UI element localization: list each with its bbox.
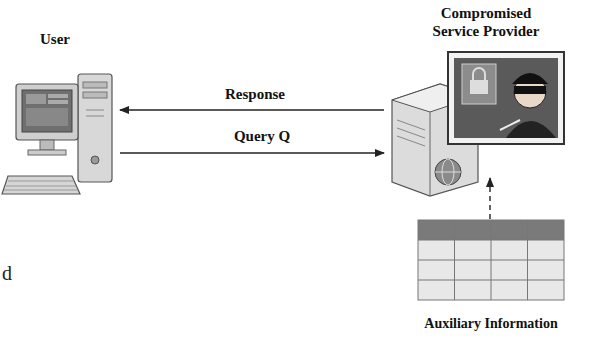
computer-illustration (2, 74, 112, 194)
connector-arrow (489, 178, 490, 219)
data-table (418, 220, 564, 300)
node-label: User (4, 30, 120, 48)
connector-arrow (120, 109, 384, 110)
user-node: User (4, 30, 120, 198)
hacker-picture (448, 52, 564, 144)
connector-arrow (120, 152, 384, 153)
edge-fragment-text: d (2, 262, 12, 285)
auxiliary-node: Auxiliary Information (410, 219, 572, 335)
edge-label: Query Q (231, 128, 293, 145)
node-label: Compromised Service Provider (416, 4, 556, 40)
provider-node: Compromised Service Provider (384, 4, 568, 178)
edge-label: Response (222, 86, 288, 103)
node-label: Auxiliary Information (410, 315, 572, 333)
